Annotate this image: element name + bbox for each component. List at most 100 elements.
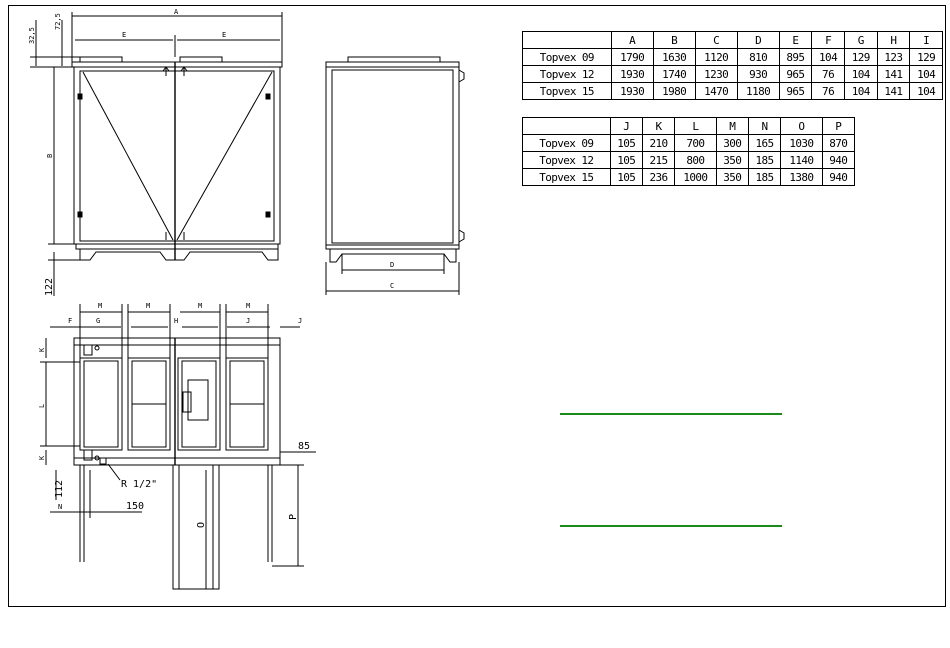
screw-icon: [94, 455, 100, 461]
table-cell: 129: [909, 48, 943, 66]
duct-down: [172, 464, 220, 590]
table-cell: 350: [715, 168, 749, 186]
label-j-inner: J: [246, 317, 250, 325]
table-cell: Topvex 12: [522, 65, 612, 83]
front-diagonal-right: [176, 71, 273, 241]
table-cell: 930: [736, 65, 780, 83]
side-body-inner: [331, 69, 454, 244]
table-header-cell: J: [609, 117, 643, 135]
table-cell: 300: [715, 134, 749, 152]
table-cell: 185: [747, 168, 782, 186]
table-cell: 1740: [652, 65, 696, 83]
side-feet: [329, 249, 457, 263]
label-85: 85: [298, 441, 310, 452]
table-header-cell: I: [909, 31, 943, 49]
table-header-cell: N: [747, 117, 782, 135]
label-k-top: K: [38, 347, 46, 352]
table-cell: 1140: [780, 151, 823, 169]
drawing-frame: [8, 5, 946, 607]
leader-r12: [107, 463, 121, 481]
drain-fitting: [99, 457, 107, 465]
front-top-flange-right: [179, 56, 223, 63]
table-header-cell: C: [694, 31, 738, 49]
label-725: 72,5: [54, 13, 62, 30]
table-header-row: J K L M N O P: [522, 117, 856, 135]
table-row: Topvex 12 105 215 800 350 185 1140 940: [522, 151, 856, 169]
opening-2: [127, 357, 171, 451]
front-top-flange-left: [79, 56, 123, 63]
dimension-table-j-p: J K L M N O P Topvex 09 105 210 700 300 …: [522, 117, 856, 186]
table-cell: 800: [674, 151, 717, 169]
table-cell: 105: [609, 151, 643, 169]
label-c: C: [390, 282, 394, 290]
table-header-cell: [522, 31, 612, 49]
table-cell: Topvex 09: [522, 134, 611, 152]
label-g: G: [96, 317, 100, 325]
table-cell: 965: [778, 65, 813, 83]
label-o: O: [196, 522, 207, 528]
fitting-bottom-left: [83, 449, 93, 461]
label-r12: R 1/2": [121, 479, 157, 490]
table-cell: 700: [674, 134, 717, 152]
table-cell: 105: [609, 168, 643, 186]
front-hinge-1: [77, 93, 83, 100]
table-cell: Topvex 15: [522, 82, 612, 100]
table-header-cell: H: [876, 31, 911, 49]
label-j: J: [298, 317, 302, 325]
label-122: 122: [44, 278, 55, 296]
table-cell: 104: [909, 82, 943, 100]
side-body: [325, 66, 460, 246]
front-hinge-4: [265, 211, 271, 218]
table-cell: 104: [843, 82, 878, 100]
table-cell: 1180: [736, 82, 780, 100]
front-hinge-2: [77, 211, 83, 218]
table-cell: 141: [876, 65, 911, 83]
side-base: [325, 244, 460, 250]
top-view: [40, 304, 316, 590]
table-cell: 1470: [694, 82, 738, 100]
table-cell: 1930: [610, 65, 654, 83]
top-body: [73, 337, 281, 466]
table-row: Topvex 12 1930 1740 1230 930 965 76 104 …: [522, 65, 943, 83]
control-box: [187, 379, 209, 421]
table-row: Topvex 15 1930 1980 1470 1180 965 76 104…: [522, 82, 943, 100]
label-m2: M: [146, 302, 150, 310]
label-h: H: [174, 317, 178, 325]
signature-line-top: [560, 413, 782, 415]
opening-1-inner: [83, 360, 119, 448]
table-cell: 1030: [780, 134, 823, 152]
table-header-cell: G: [843, 31, 878, 49]
table-row: Topvex 15 105 236 1000 350 185 1380 940: [522, 168, 856, 186]
side-handle-bottom: [458, 229, 465, 243]
opening-4: [225, 357, 269, 451]
side-top-strip: [325, 61, 460, 68]
table-header-row: A B C D E F G H I: [522, 31, 943, 49]
table-cell: 104: [811, 48, 845, 66]
table-cell: 76: [811, 82, 845, 100]
label-112: 112: [54, 480, 65, 498]
dimension-table-a-i: A B C D E F G H I Topvex 09 1790 1630 11…: [522, 31, 943, 100]
table-cell: 123: [876, 48, 911, 66]
table-header-cell: P: [821, 117, 856, 135]
table-cell: 870: [821, 134, 856, 152]
table-cell: 104: [843, 65, 878, 83]
front-view: [30, 12, 283, 296]
label-f: F: [68, 317, 72, 325]
dimension-labels: A E E 32,5 72,5 B 122 D C M M M M F G H …: [28, 8, 394, 528]
label-l: L: [38, 404, 46, 408]
table-cell: 1930: [610, 82, 654, 100]
table-header-cell: L: [674, 117, 717, 135]
label-n: N: [58, 503, 62, 511]
table-cell: 215: [641, 151, 676, 169]
label-d: D: [390, 261, 394, 269]
table-row: Topvex 09 1790 1630 1120 810 895 104 129…: [522, 48, 943, 66]
arrow-up-icon: [162, 66, 170, 76]
front-hinge-3: [265, 93, 271, 100]
label-a: A: [174, 8, 179, 16]
front-body: [73, 66, 281, 245]
table-cell: 104: [909, 65, 943, 83]
front-base: [75, 243, 279, 250]
table-cell: 810: [736, 48, 780, 66]
table-header-cell: A: [610, 31, 654, 49]
